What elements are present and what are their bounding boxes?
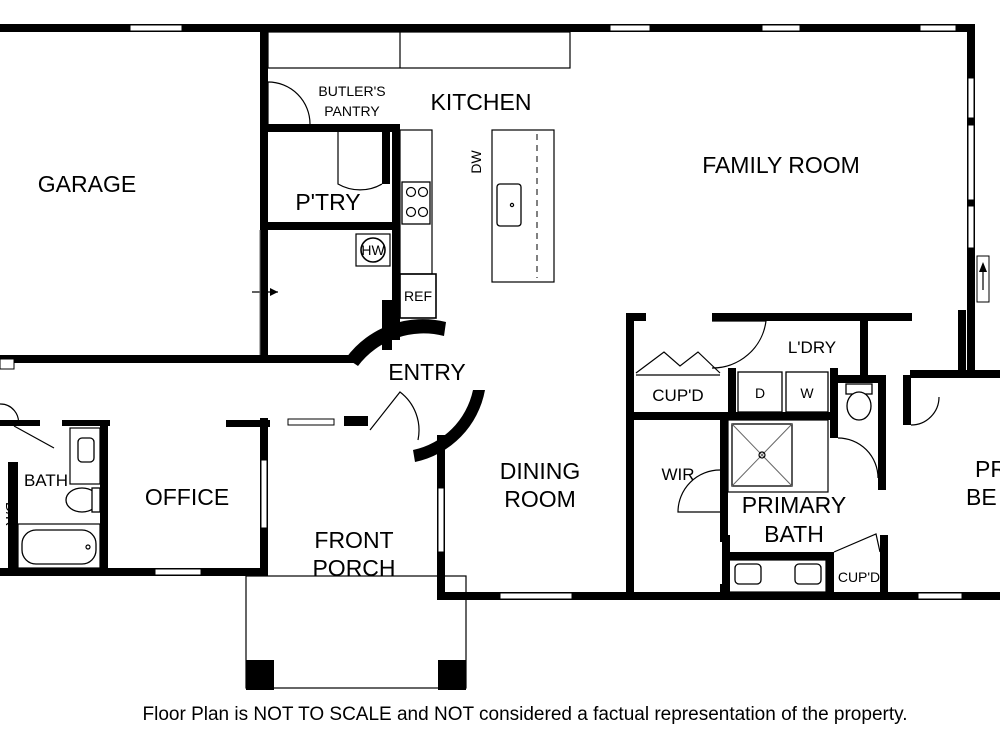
- cupboard-laundry-label: CUP'D: [652, 386, 703, 405]
- refrigerator-label: REF: [404, 288, 432, 304]
- primary-bath-label-2: BATH: [764, 521, 824, 547]
- butlers-pantry-label-1: BUTLER'S: [318, 83, 385, 99]
- primary-bath-label-1: PRIMARY: [742, 492, 846, 518]
- garage-label: GARAGE: [38, 171, 136, 197]
- water-heater-label: HW: [361, 242, 385, 258]
- entry-label: ENTRY: [388, 359, 466, 385]
- disclaimer-text: Floor Plan is NOT TO SCALE and NOT consi…: [142, 704, 908, 725]
- wir-label: WIR: [661, 465, 694, 484]
- butlers-pantry-label-2: PANTRY: [324, 103, 380, 119]
- left-wing: [0, 403, 110, 576]
- pantry-label: P'TRY: [295, 189, 360, 215]
- room-labels: GARAGE BUTLER'S PANTRY KITCHEN FAMILY RO…: [24, 83, 1000, 585]
- windows: [0, 24, 975, 600]
- kitchen-area: [252, 31, 571, 355]
- front-porch-label-1: FRONT: [314, 527, 393, 553]
- primary-bedroom-label-1: PR: [975, 456, 1000, 482]
- fixture-labels: DW HW REF D W D/R: [3, 150, 814, 527]
- family-room-label: FAMILY ROOM: [702, 152, 860, 178]
- dining-room-label-2: ROOM: [504, 486, 576, 512]
- dining-room-label-1: DINING: [500, 458, 581, 484]
- edge-label: D/R: [3, 502, 19, 526]
- front-porch-label-2: PORCH: [312, 555, 395, 581]
- laundry-label: L'DRY: [788, 338, 836, 357]
- front-porch: [245, 575, 467, 690]
- cupboard-bath-label: CUP'D: [838, 569, 880, 585]
- kitchen-label: KITCHEN: [431, 89, 532, 115]
- dishwasher-label: DW: [468, 150, 484, 174]
- primary-suite: [626, 250, 990, 600]
- entry-area: [226, 300, 485, 462]
- office-label: OFFICE: [145, 484, 229, 510]
- primary-bedroom-label-2: BE: [966, 484, 997, 510]
- washer-label: W: [800, 385, 814, 401]
- bath-label: BATH: [24, 471, 68, 490]
- dryer-label: D: [755, 385, 765, 401]
